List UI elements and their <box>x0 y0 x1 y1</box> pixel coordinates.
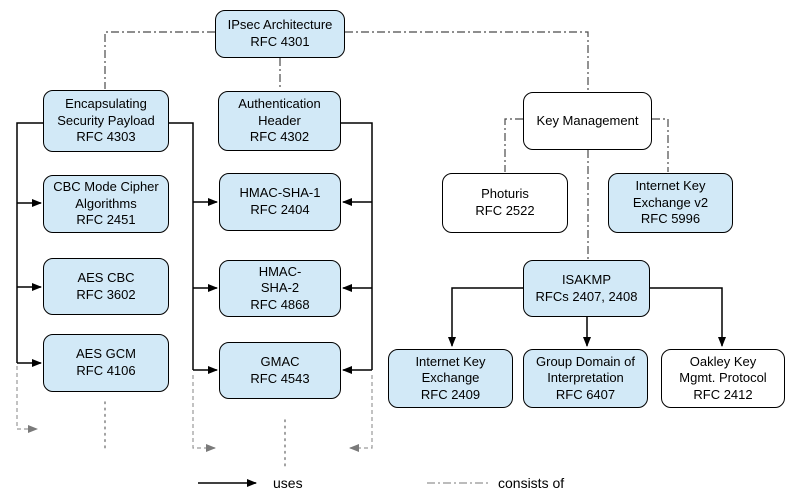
node-photuris: Photuris RFC 2522 <box>442 173 568 233</box>
node-aes-gcm: AES GCM RFC 4106 <box>43 334 169 392</box>
node-hmac-sha1: HMAC-SHA-1 RFC 2404 <box>219 173 341 231</box>
edge-ipsec-to-keymgmt <box>345 31 589 91</box>
edge-isakmp-to-ike <box>448 287 523 347</box>
node-hmac-sha2: HMAC- SHA-2 RFC 4868 <box>219 260 341 317</box>
consists-of-connectors <box>104 31 669 259</box>
node-esp: Encapsulating Security Payload RFC 4303 <box>43 90 169 152</box>
bus-esp-left-spine <box>16 122 43 363</box>
edge-isakmp-to-oakley <box>650 287 726 347</box>
node-aes-cbc: AES CBC RFC 3602 <box>43 258 169 315</box>
continuation-esp-left <box>16 366 38 433</box>
node-ike: Internet Key Exchange RFC 2409 <box>388 349 513 408</box>
continuation-ah-right <box>349 375 373 452</box>
node-cbc-mode: CBC Mode Cipher Algorithms RFC 2451 <box>43 175 169 233</box>
bus-esp-right-spine <box>169 122 194 370</box>
edge-keymgmt-to-ikev2 <box>652 118 669 172</box>
node-ipsec-architecture: IPsec Architecture RFC 4301 <box>215 10 345 58</box>
node-ike-v2: Internet Key Exchange v2 RFC 5996 <box>608 173 733 233</box>
node-gmac: GMAC RFC 4543 <box>219 342 341 399</box>
node-auth-header: Authentication Header RFC 4302 <box>218 91 341 151</box>
node-isakmp: ISAKMP RFCs 2407, 2408 <box>523 260 650 317</box>
ellipsis-dots <box>104 401 286 468</box>
legend-uses-label: uses <box>273 475 303 491</box>
bus-ah-right-spine <box>341 122 373 370</box>
uses-connectors <box>16 122 726 374</box>
node-key-management: Key Management <box>523 92 652 150</box>
node-oakley: Oakley Key Mgmt. Protocol RFC 2412 <box>661 349 785 408</box>
continuation-arrows <box>16 366 373 452</box>
edge-ipsec-to-esp <box>104 31 215 89</box>
node-gdoi: Group Domain of Interpretation RFC 6407 <box>523 349 648 408</box>
continuation-esp-right <box>192 375 216 452</box>
legend-consists-label: consists of <box>498 475 565 491</box>
edge-keymgmt-to-photuris <box>504 118 523 172</box>
